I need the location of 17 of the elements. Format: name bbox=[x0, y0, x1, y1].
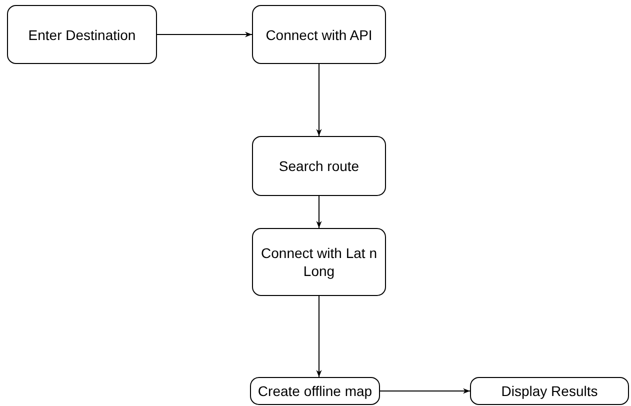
step-label: Search route bbox=[278, 157, 360, 175]
step-label: Connect with Lat n Long bbox=[260, 244, 378, 280]
arrow bbox=[380, 388, 470, 394]
step-label: Display Results bbox=[500, 382, 599, 400]
step-label: Connect with API bbox=[264, 26, 374, 44]
arrow bbox=[316, 296, 322, 378]
arrow bbox=[156, 32, 252, 38]
arrow bbox=[316, 196, 322, 228]
process-box bbox=[252, 136, 386, 196]
process-box bbox=[7, 5, 157, 64]
process-box bbox=[470, 377, 629, 405]
process-box bbox=[250, 377, 380, 405]
step-label: Create offline map bbox=[256, 382, 374, 400]
arrow bbox=[316, 64, 322, 136]
process-box bbox=[252, 5, 386, 64]
process-box bbox=[252, 228, 386, 296]
step-label: Enter Destination bbox=[27, 26, 137, 44]
